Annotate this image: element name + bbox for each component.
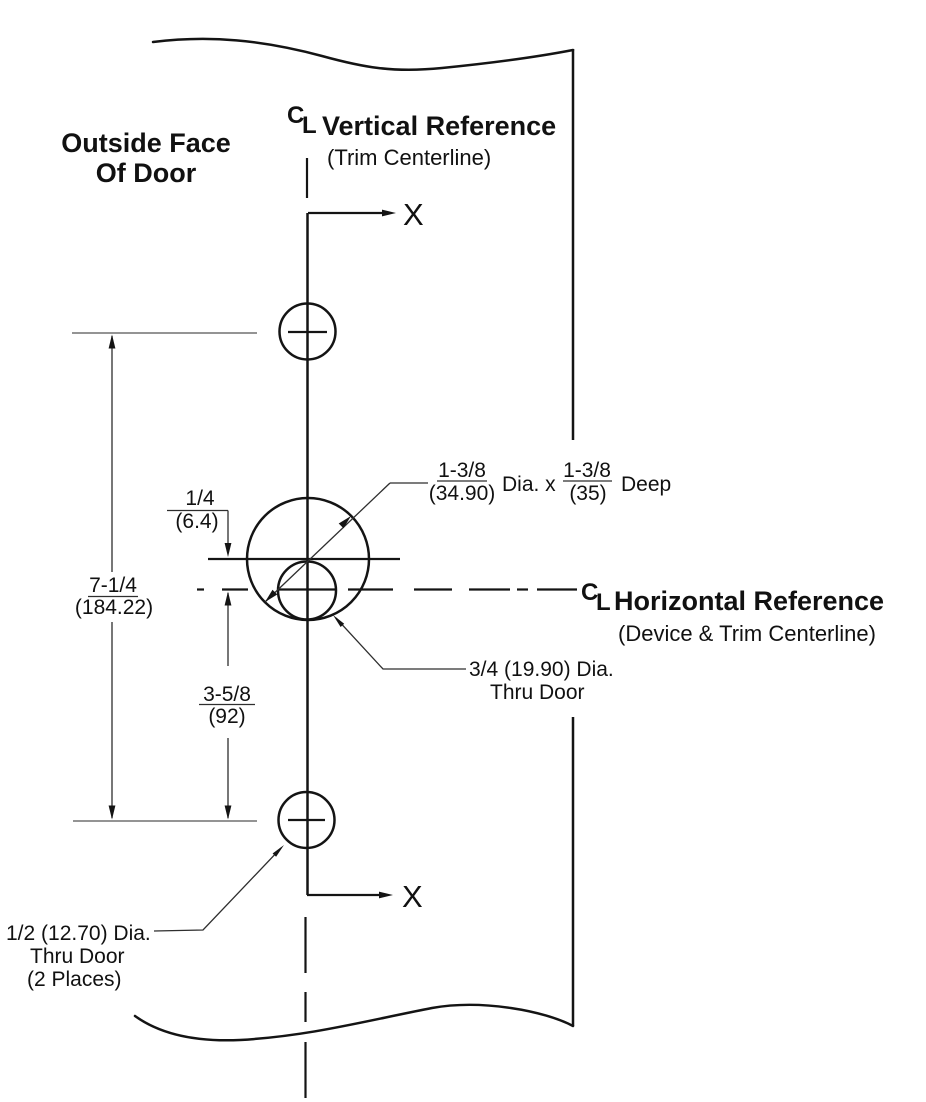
dimension-cup-offset: 1/4 (6.4) xyxy=(167,487,232,557)
cup-suffix-text: Deep xyxy=(621,473,671,496)
horizontal-reference-subtitle: (Device & Trim Centerline) xyxy=(618,621,876,646)
dimension-lower-fraction: 3-5/8 xyxy=(203,683,251,706)
cup-dia-metric: (34.90) xyxy=(429,482,496,505)
callout-thru-hole: 3/4 (19.90) Dia. Thru Door xyxy=(333,615,614,704)
thru-hole-text-line1: 3/4 (19.90) Dia. xyxy=(469,658,614,681)
centerline-symbol-c: C xyxy=(287,102,304,129)
callout-mount-holes: 1/2 (12.70) Dia. Thru Door (2 Places) xyxy=(6,845,284,991)
dimension-overall: 7-1/4 (184.22) xyxy=(72,332,257,822)
door-break-line-top xyxy=(151,37,575,72)
leader-line xyxy=(153,847,282,932)
dimension-lower: 3-5/8 (92) xyxy=(199,591,255,820)
label-outside-face: Outside Face Of Door xyxy=(61,128,231,188)
thru-hole-text-line2: Thru Door xyxy=(490,681,585,704)
cup-joiner-text: Dia. x xyxy=(502,473,556,496)
centerline-symbol-l: L xyxy=(302,112,317,139)
door-outline xyxy=(133,37,575,1042)
dimension-arrowhead-down xyxy=(108,805,116,820)
dimension-arrowhead-up xyxy=(224,591,232,606)
leader-arrowhead xyxy=(272,845,284,857)
x-axis-label-top: X xyxy=(403,197,424,232)
outside-face-line2: Of Door xyxy=(96,158,197,188)
vertical-reference-subtitle: (Trim Centerline) xyxy=(327,145,491,170)
dimension-overall-metric: (184.22) xyxy=(75,596,153,619)
dimension-overall-fraction: 7-1/4 xyxy=(89,574,137,597)
leader-arrowhead xyxy=(333,615,345,627)
cup-dia-fraction: 1-3/8 xyxy=(438,459,486,482)
mount-holes-text-line2: Thru Door xyxy=(30,945,125,968)
centerline-symbol-c: C xyxy=(581,579,598,606)
mount-hole-top xyxy=(278,302,337,361)
x-axis-label-bottom: X xyxy=(402,879,423,914)
horizontal-reference-title: Horizontal Reference xyxy=(614,586,884,616)
cup-depth-metric: (35) xyxy=(569,482,606,505)
dimension-arrowhead-up xyxy=(108,334,116,349)
outside-face-line1: Outside Face xyxy=(61,128,231,158)
diameter-arrowhead-sw xyxy=(265,589,278,602)
coordinate-axes: X X xyxy=(307,197,424,914)
door-break-line-bottom xyxy=(133,1003,575,1042)
cup-depth-fraction: 1-3/8 xyxy=(563,459,611,482)
mount-holes-text-line1: 1/2 (12.70) Dia. xyxy=(6,922,151,945)
mount-hole-bottom xyxy=(277,790,336,850)
vertical-reference-title: Vertical Reference xyxy=(322,111,556,141)
mount-holes-text-line3: (2 Places) xyxy=(27,968,122,991)
diameter-line xyxy=(264,482,391,603)
centerline-symbol-l: L xyxy=(596,589,611,616)
diameter-arrowhead-ne xyxy=(338,516,351,529)
callout-cup-hole: 1-3/8 (34.90) Dia. x 1-3/8 (35) Deep xyxy=(264,459,671,603)
holes xyxy=(208,302,400,850)
dimension-arrowhead-down xyxy=(224,805,232,820)
label-vertical-reference: C L Vertical Reference (Trim Centerline) xyxy=(287,102,556,170)
dimension-cup-offset-metric: (6.4) xyxy=(175,510,218,533)
leader-line xyxy=(335,617,466,670)
dimension-arrowhead-down xyxy=(224,543,232,557)
x-axis-arrowhead-top xyxy=(382,209,396,217)
vertical-centerline xyxy=(304,158,309,1098)
dimension-lower-metric: (92) xyxy=(208,705,245,728)
dimension-cup-offset-fraction: 1/4 xyxy=(185,487,215,510)
x-axis-arrowhead-bottom xyxy=(379,891,393,899)
label-horizontal-reference: C L Horizontal Reference (Device & Trim … xyxy=(581,579,884,646)
